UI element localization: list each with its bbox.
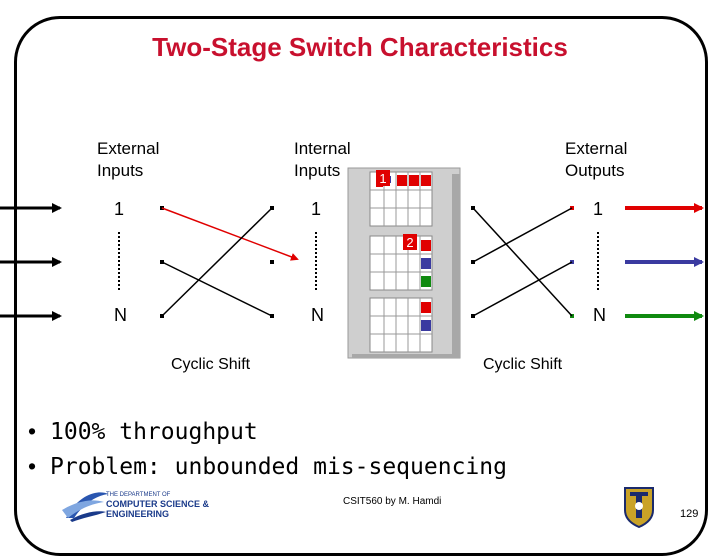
page-number: 129 <box>680 508 699 520</box>
logo-line-2: COMPUTER SCIENCE & <box>106 499 210 509</box>
bullet-item-1: • 100% throughput <box>28 414 507 449</box>
university-crest-icon <box>624 487 654 528</box>
stage1-out-dot-2 <box>270 260 274 264</box>
logo-line-1: THE DEPARTMENT OF <box>106 492 171 498</box>
department-logo-icon <box>62 492 108 522</box>
bullet-list: • 100% throughput • Problem: unbounded mis… <box>28 414 507 484</box>
bullet-text-1: 100% throughput <box>50 419 258 445</box>
voq-buffer-n <box>369 297 433 353</box>
int-input-port-1: 1 <box>311 199 322 219</box>
department-logo-text: THE DEPARTMENT OF COMPUTER SCIENCE & ENG… <box>106 492 209 519</box>
stage1-link-a <box>161 207 299 261</box>
queue-marker-1: 1 <box>376 170 390 186</box>
queue-marker-2-text: 2 <box>406 235 413 250</box>
int-input-port-n: N <box>311 305 324 325</box>
ext-input-port-1: 1 <box>114 199 125 219</box>
external-outputs-label-line1: External <box>565 139 628 158</box>
external-inputs-label-line2: Inputs <box>97 161 144 180</box>
voq-buffer-2 <box>369 235 433 291</box>
queue-marker-1-text: 1 <box>379 171 386 186</box>
internal-inputs-label-line1: Internal <box>294 139 351 158</box>
logo-line-3: ENGINEERING <box>106 509 170 519</box>
internal-inputs-label: Internal Inputs <box>294 138 351 182</box>
slide-footer: CSIT560 by M. Hamdi <box>343 496 442 507</box>
ext-output-port-n: N <box>593 305 606 325</box>
external-outputs-label-line2: Outputs <box>565 161 625 180</box>
cyclic-shift-left-label: Cyclic Shift <box>171 356 251 373</box>
stage2-link-a <box>472 207 573 317</box>
queue-marker-2: 2 <box>403 234 417 250</box>
external-outputs-label: External Outputs <box>565 138 627 182</box>
internal-inputs-label-line2: Inputs <box>294 161 341 180</box>
stage2-link-b <box>472 207 573 263</box>
stage1-link-c <box>161 207 273 317</box>
cyclic-shift-right-label: Cyclic Shift <box>483 356 563 373</box>
bullet-dot-icon: • <box>28 418 37 444</box>
external-inputs-label: External Inputs <box>97 138 159 182</box>
ext-input-port-n: N <box>114 305 127 325</box>
switch-diagram: 1 2 <box>0 167 704 359</box>
stage2-link-c <box>472 261 573 317</box>
bullet-dot-icon: • <box>28 453 37 479</box>
bullet-text-2: Problem: unbounded mis-sequencing <box>50 454 507 480</box>
slide-title: Two-Stage Switch Characteristics <box>152 32 568 62</box>
bullet-item-2: • Problem: unbounded mis-sequencing <box>28 449 507 484</box>
ext-output-port-1: 1 <box>593 199 604 219</box>
external-inputs-label-line1: External <box>97 139 160 158</box>
stage1-link-b <box>161 261 273 317</box>
